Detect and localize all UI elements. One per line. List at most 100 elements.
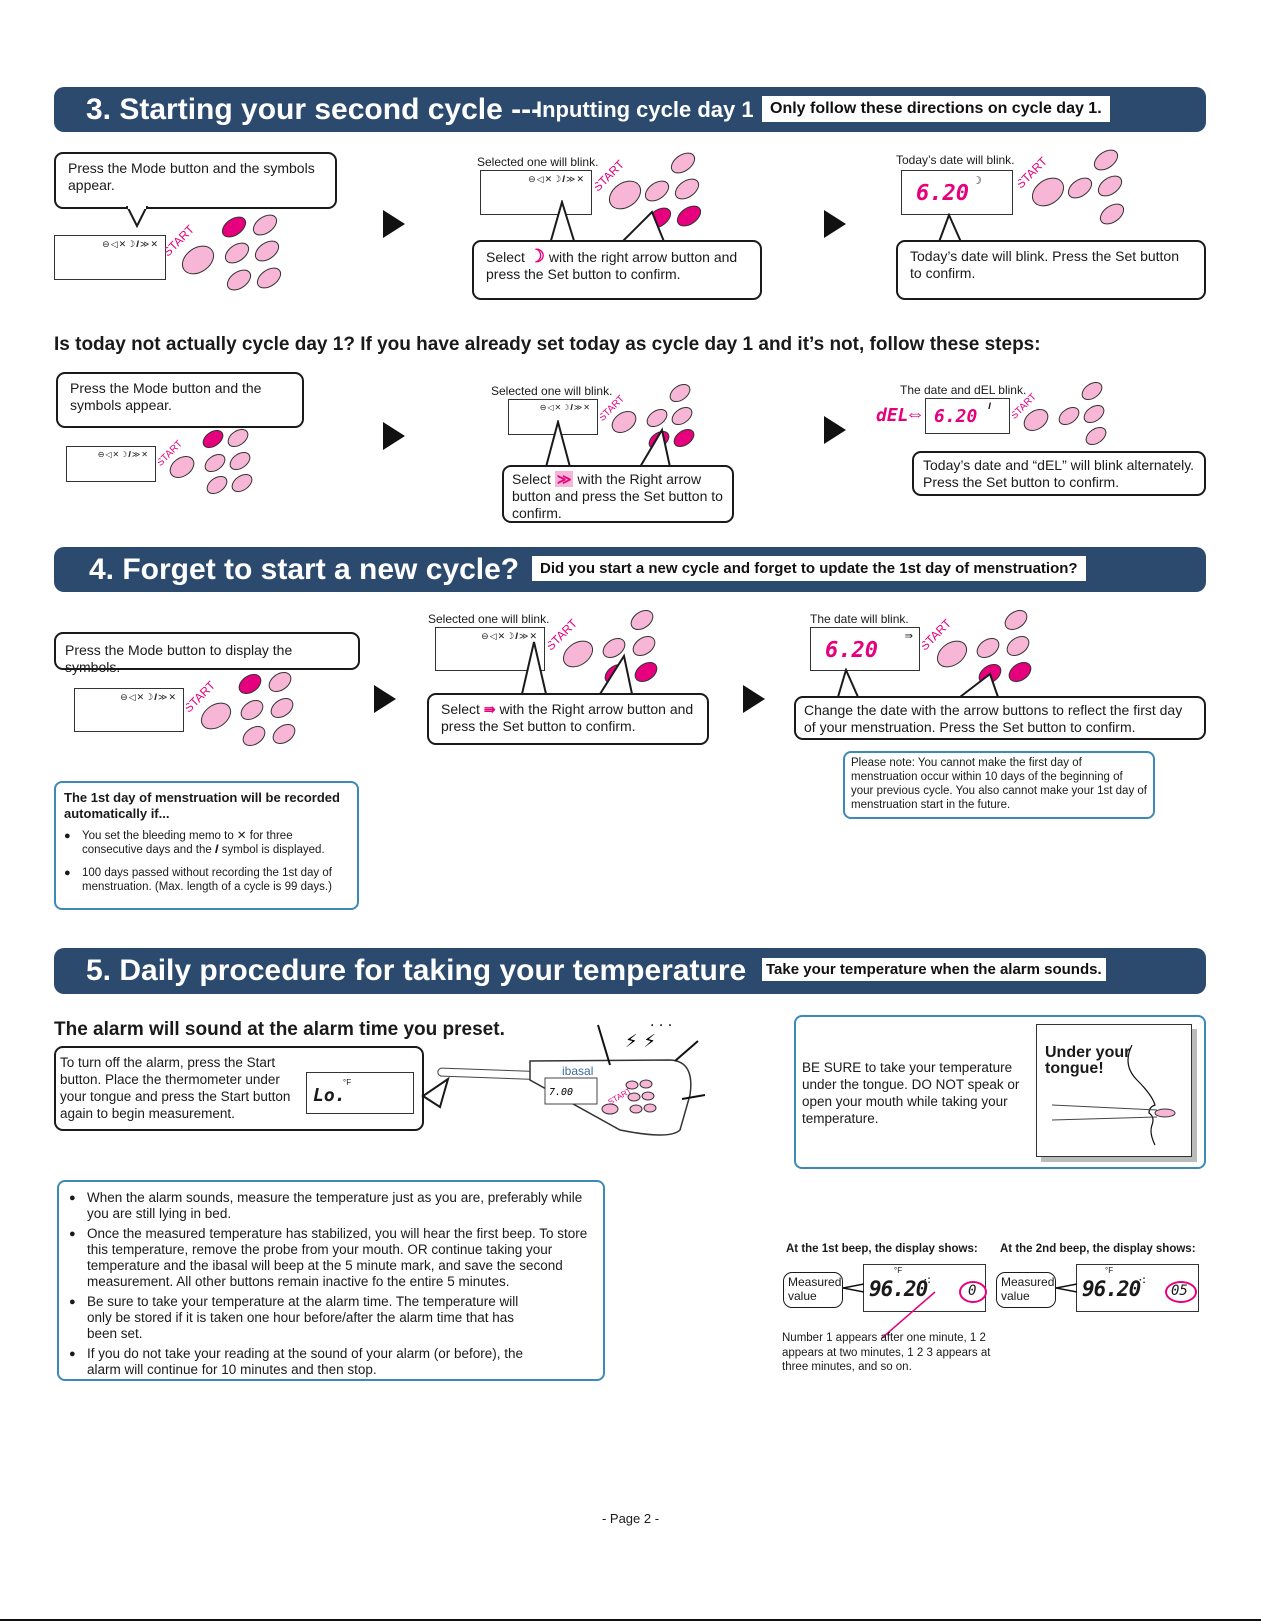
- s3-arrow-2: [824, 210, 846, 238]
- s4-please-note-box: Please note: You cannot make the first d…: [843, 751, 1155, 819]
- s4-step2-bubble: Select ⇛ with the Right arrow button and…: [427, 693, 709, 745]
- s3-step2-bubble: Select ☽ with the right arrow button and…: [472, 240, 762, 300]
- svg-text:7.00: 7.00: [549, 1087, 573, 1098]
- s3-step2-pointer: [549, 200, 666, 245]
- s5-beep2-measured-bubble: Measured value: [996, 1272, 1056, 1308]
- s3-arrow-1: [383, 210, 405, 238]
- s5-counter-callout-line: [881, 1291, 936, 1339]
- s5-count-note: Number 1 appears after one minute, 1 2 a…: [782, 1332, 991, 1373]
- cycle-day-icon: 𝑰: [988, 401, 991, 411]
- s5-alarm-lcd: °F Lo.: [306, 1072, 414, 1114]
- s5-alarm-bubble: To turn off the alarm, press the Start b…: [54, 1046, 424, 1131]
- s5-beep1-pointer: [843, 1283, 865, 1293]
- list-item: When the alarm sounds, measure the tempe…: [69, 1190, 597, 1222]
- nd-step3-del: dEL: [876, 405, 909, 426]
- bottom-rule: [0, 1619, 1261, 1621]
- s3-step1-bubble: Press the Mode button and the symbols ap…: [54, 152, 337, 209]
- s5-beep2-pointer: [1056, 1283, 1078, 1293]
- nd-step3-caption: The date and dEL blink.: [900, 383, 1027, 397]
- s3-step3-device-buttons: START: [1018, 149, 1125, 225]
- s4-step2-lcd: ⊖◁✕☽𝑰≫✕: [435, 627, 545, 671]
- section5-note: Take your temperature when the alarm sou…: [762, 958, 1106, 981]
- s3-step3-lcd: 6.20 ☽: [901, 170, 1013, 215]
- nd-step1-lcd: ⊖◁✕☽𝑰≫✕: [66, 446, 156, 482]
- counter-ring: [1165, 1281, 1197, 1303]
- s4-step2-caption: Selected one will blink.: [428, 612, 550, 626]
- blink-alternate-icon: ⇔: [905, 403, 925, 425]
- section3-subtitle: Inputting cycle day 1: [536, 97, 754, 122]
- s4-step3-caption: The date will blink.: [810, 612, 909, 626]
- s4-step2-pointer: [521, 641, 633, 695]
- face-profile-icon: [1051, 1044, 1176, 1146]
- s4-arrow-1: [374, 685, 396, 713]
- s3-step1-lcd: ⊖◁✕☽𝑰≫✕: [54, 235, 166, 280]
- section3-title: 3. Starting your second cycle ---: [86, 93, 542, 126]
- s4-step1-device-buttons: START: [186, 671, 296, 747]
- nd-arrow-1: [383, 422, 405, 450]
- brand-label: ibasal: [562, 1064, 593, 1078]
- s4-step3-pointer: [837, 668, 999, 698]
- nd-step3-lcd: 6.20 𝑰: [925, 398, 1010, 434]
- s4-step3-lcd: 6.20 ⇛: [810, 627, 920, 671]
- s3-step3-caption: Today’s date will blink.: [896, 153, 1015, 167]
- s5-beep2-lcd: °F 96.20 ·: 05: [1076, 1264, 1199, 1312]
- s5-beep1-label: At the 1st beep, the display shows:: [786, 1243, 978, 1255]
- section5-title: 5. Daily procedure for taking your tempe…: [86, 954, 747, 987]
- beep-indicator-icon: ·:: [1139, 1275, 1146, 1286]
- s3-step2-lcd: ⊖◁✕☽𝑰≫✕: [480, 170, 592, 215]
- list-item: If you do not take your reading at the s…: [69, 1346, 529, 1378]
- s5-beep1-lcd: °F 96.20 ·: 0: [863, 1264, 987, 1312]
- nd-step2-caption: Selected one will blink.: [491, 384, 613, 398]
- nd-arrow-2: [824, 416, 846, 444]
- s5-beep1-measured-bubble: Measured value: [783, 1272, 843, 1308]
- svg-text:· · ·: · · ·: [650, 1018, 672, 1034]
- nd-step3-bubble: Today’s date and “dEL” will blink altern…: [912, 451, 1206, 496]
- s4-step3-device-buttons: START: [922, 609, 1032, 685]
- counter-ring: [959, 1281, 987, 1303]
- s4-step1-lcd: ⊖◁✕☽𝑰≫✕: [74, 688, 184, 732]
- s5-tongue-picture: Under your tongue!: [1036, 1024, 1192, 1157]
- section5-banner: 5. Daily procedure for taking your tempe…: [54, 948, 1206, 994]
- s3-step1-device-buttons: START: [165, 214, 282, 291]
- s3-step2-caption: Selected one will blink.: [477, 155, 599, 169]
- s5-bullets-box: When the alarm sounds, measure the tempe…: [57, 1180, 605, 1381]
- list-item: 100 days passed without recording the 1s…: [64, 866, 349, 894]
- nd-step2-lcd: ⊖◁✕☽𝑰≫✕: [508, 399, 598, 435]
- s5-alarm-heading: The alarm will sound at the alarm time y…: [54, 1019, 505, 1040]
- s4-auto-record-title: The 1st day of menstruation will be reco…: [64, 790, 340, 821]
- svg-text:⚡ ⚡: ⚡ ⚡: [625, 1031, 656, 1052]
- section4-note: Did you start a new cycle and forget to …: [532, 556, 1086, 581]
- nd-step2-bubble: Select ≫ with the Right arrow button and…: [502, 465, 734, 523]
- s5-be-sure-box: BE SURE to take your temperature under t…: [794, 1015, 1206, 1169]
- nd-step2-pointer: [545, 420, 671, 468]
- notday1-heading: Is today not actually cycle day 1? If yo…: [54, 334, 1041, 355]
- moon-icon: ☽: [528, 246, 545, 266]
- forward-arrow-icon: ⇛: [483, 701, 496, 717]
- section4-banner: 4. Forget to start a new cycle? Did you …: [54, 547, 1206, 592]
- s5-alarm-text: To turn off the alarm, press the Start b…: [60, 1055, 291, 1121]
- page-number: - Page 2 -: [601, 1511, 660, 1526]
- s3-step3-pointer: [938, 213, 962, 243]
- s5-be-sure-text: BE SURE to take your temperature under t…: [802, 1060, 1020, 1126]
- double-moon-icon: ≫: [554, 471, 574, 487]
- s3-step2-device-buttons: START: [595, 152, 702, 229]
- s4-auto-record-box: The 1st day of menstruation will be reco…: [54, 781, 359, 910]
- s4-step3-bubble: Change the date with the arrow buttons t…: [794, 696, 1206, 740]
- s4-arrow-2: [743, 685, 765, 713]
- nd-step1-device-buttons: START: [158, 428, 253, 495]
- nd-step1-bubble: Press the Mode button and the symbols ap…: [56, 372, 304, 428]
- s3-step3-text: Today’s date will blink. Press the Set b…: [910, 248, 1180, 281]
- list-item: You set the bleeding memo to ✕ for three…: [64, 829, 349, 857]
- nd-step3-device-buttons: START: [1012, 381, 1107, 446]
- s4-auto-record-list: You set the bleeding memo to ✕ for three…: [64, 829, 349, 894]
- s4-step1-bubble: Press the Mode button to display the sym…: [54, 632, 360, 675]
- list-item: Be sure to take your temperature at the …: [69, 1294, 529, 1342]
- list-item: Once the measured temperature has stabil…: [69, 1226, 597, 1290]
- thermometer-illustration: ibasal 7.00 START ⚡ ⚡ · · ·: [421, 1018, 706, 1136]
- s3-step3-bubble: Today’s date will blink. Press the Set b…: [896, 240, 1206, 300]
- s5-bullet-list: When the alarm sounds, measure the tempe…: [69, 1190, 597, 1378]
- section3-banner: 3. Starting your second cycle --- Inputt…: [54, 87, 1206, 132]
- section3-note: Only follow these directions on cycle da…: [762, 96, 1110, 122]
- moon-icon: ☽: [972, 175, 982, 187]
- s3-step1-text: Press the Mode button and the symbols ap…: [68, 160, 315, 193]
